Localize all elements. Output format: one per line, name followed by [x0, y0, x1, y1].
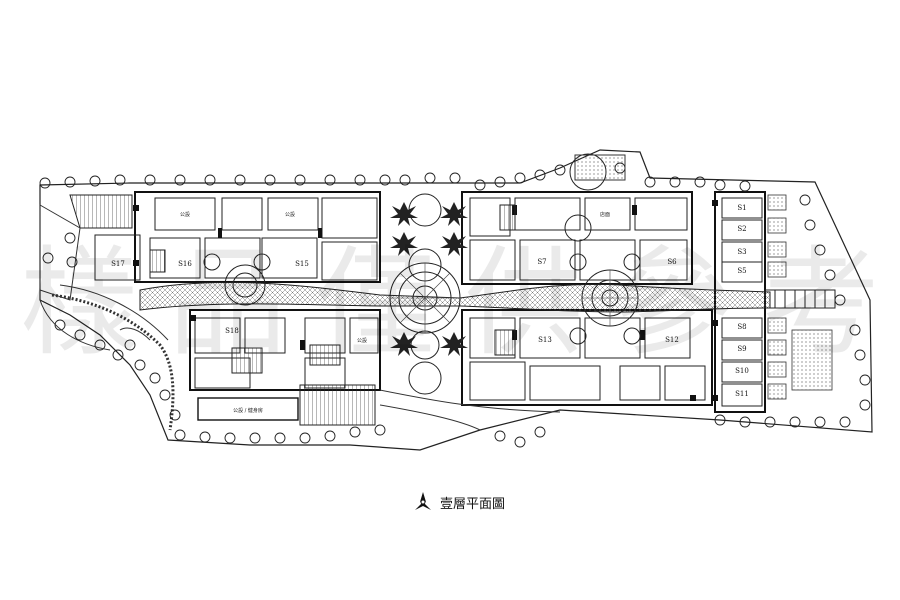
east-garden	[767, 194, 833, 400]
unit-label-s7: S7	[537, 258, 546, 266]
south-curve-path	[379, 389, 561, 413]
unit-label-s17: S17	[111, 260, 125, 268]
unit-label-s15: S15	[295, 260, 309, 268]
gym-hall	[197, 397, 299, 421]
stair-cores	[149, 204, 516, 426]
room-label-public-3: 公設	[357, 337, 367, 344]
unit-label-s12: S12	[665, 336, 679, 344]
driveway-curve	[51, 293, 175, 431]
unit-label-s11: S11	[735, 390, 749, 398]
north-garden-patch	[574, 154, 626, 181]
building-west-block	[134, 191, 381, 283]
palm-trees	[390, 202, 468, 356]
perimeter-trees	[39, 162, 871, 448]
unit-label-s2: S2	[737, 225, 746, 233]
unit-label-s10: S10	[735, 367, 749, 375]
room-label-public-2: 公設	[285, 211, 295, 218]
unit-label-s5: S5	[737, 267, 746, 275]
north-arrow-icon	[415, 492, 431, 510]
room-label-shop: 店面	[600, 211, 610, 218]
unit-label-s3: S3	[737, 248, 746, 256]
room-label-public: 公設	[180, 211, 190, 218]
unit-label-s16: S16	[178, 260, 192, 268]
entry-stairs	[39, 194, 133, 301]
unit-label-s13: S13	[538, 336, 552, 344]
unit-label-s1: S1	[737, 204, 746, 212]
unit-label-s18: S18	[225, 327, 239, 335]
building-west-south	[189, 309, 381, 391]
unit-label-s8: S8	[737, 323, 746, 331]
unit-label-s9: S9	[737, 345, 746, 353]
plan-title: 壹層平面圖	[440, 496, 506, 512]
east-crosswalk	[764, 289, 836, 309]
room-label-gym: 公設 / 健身房	[233, 407, 263, 414]
central-promenade	[139, 281, 771, 313]
plan-caption: 壹層平面圖	[412, 490, 505, 514]
unit-label-s6: S6	[667, 258, 677, 266]
